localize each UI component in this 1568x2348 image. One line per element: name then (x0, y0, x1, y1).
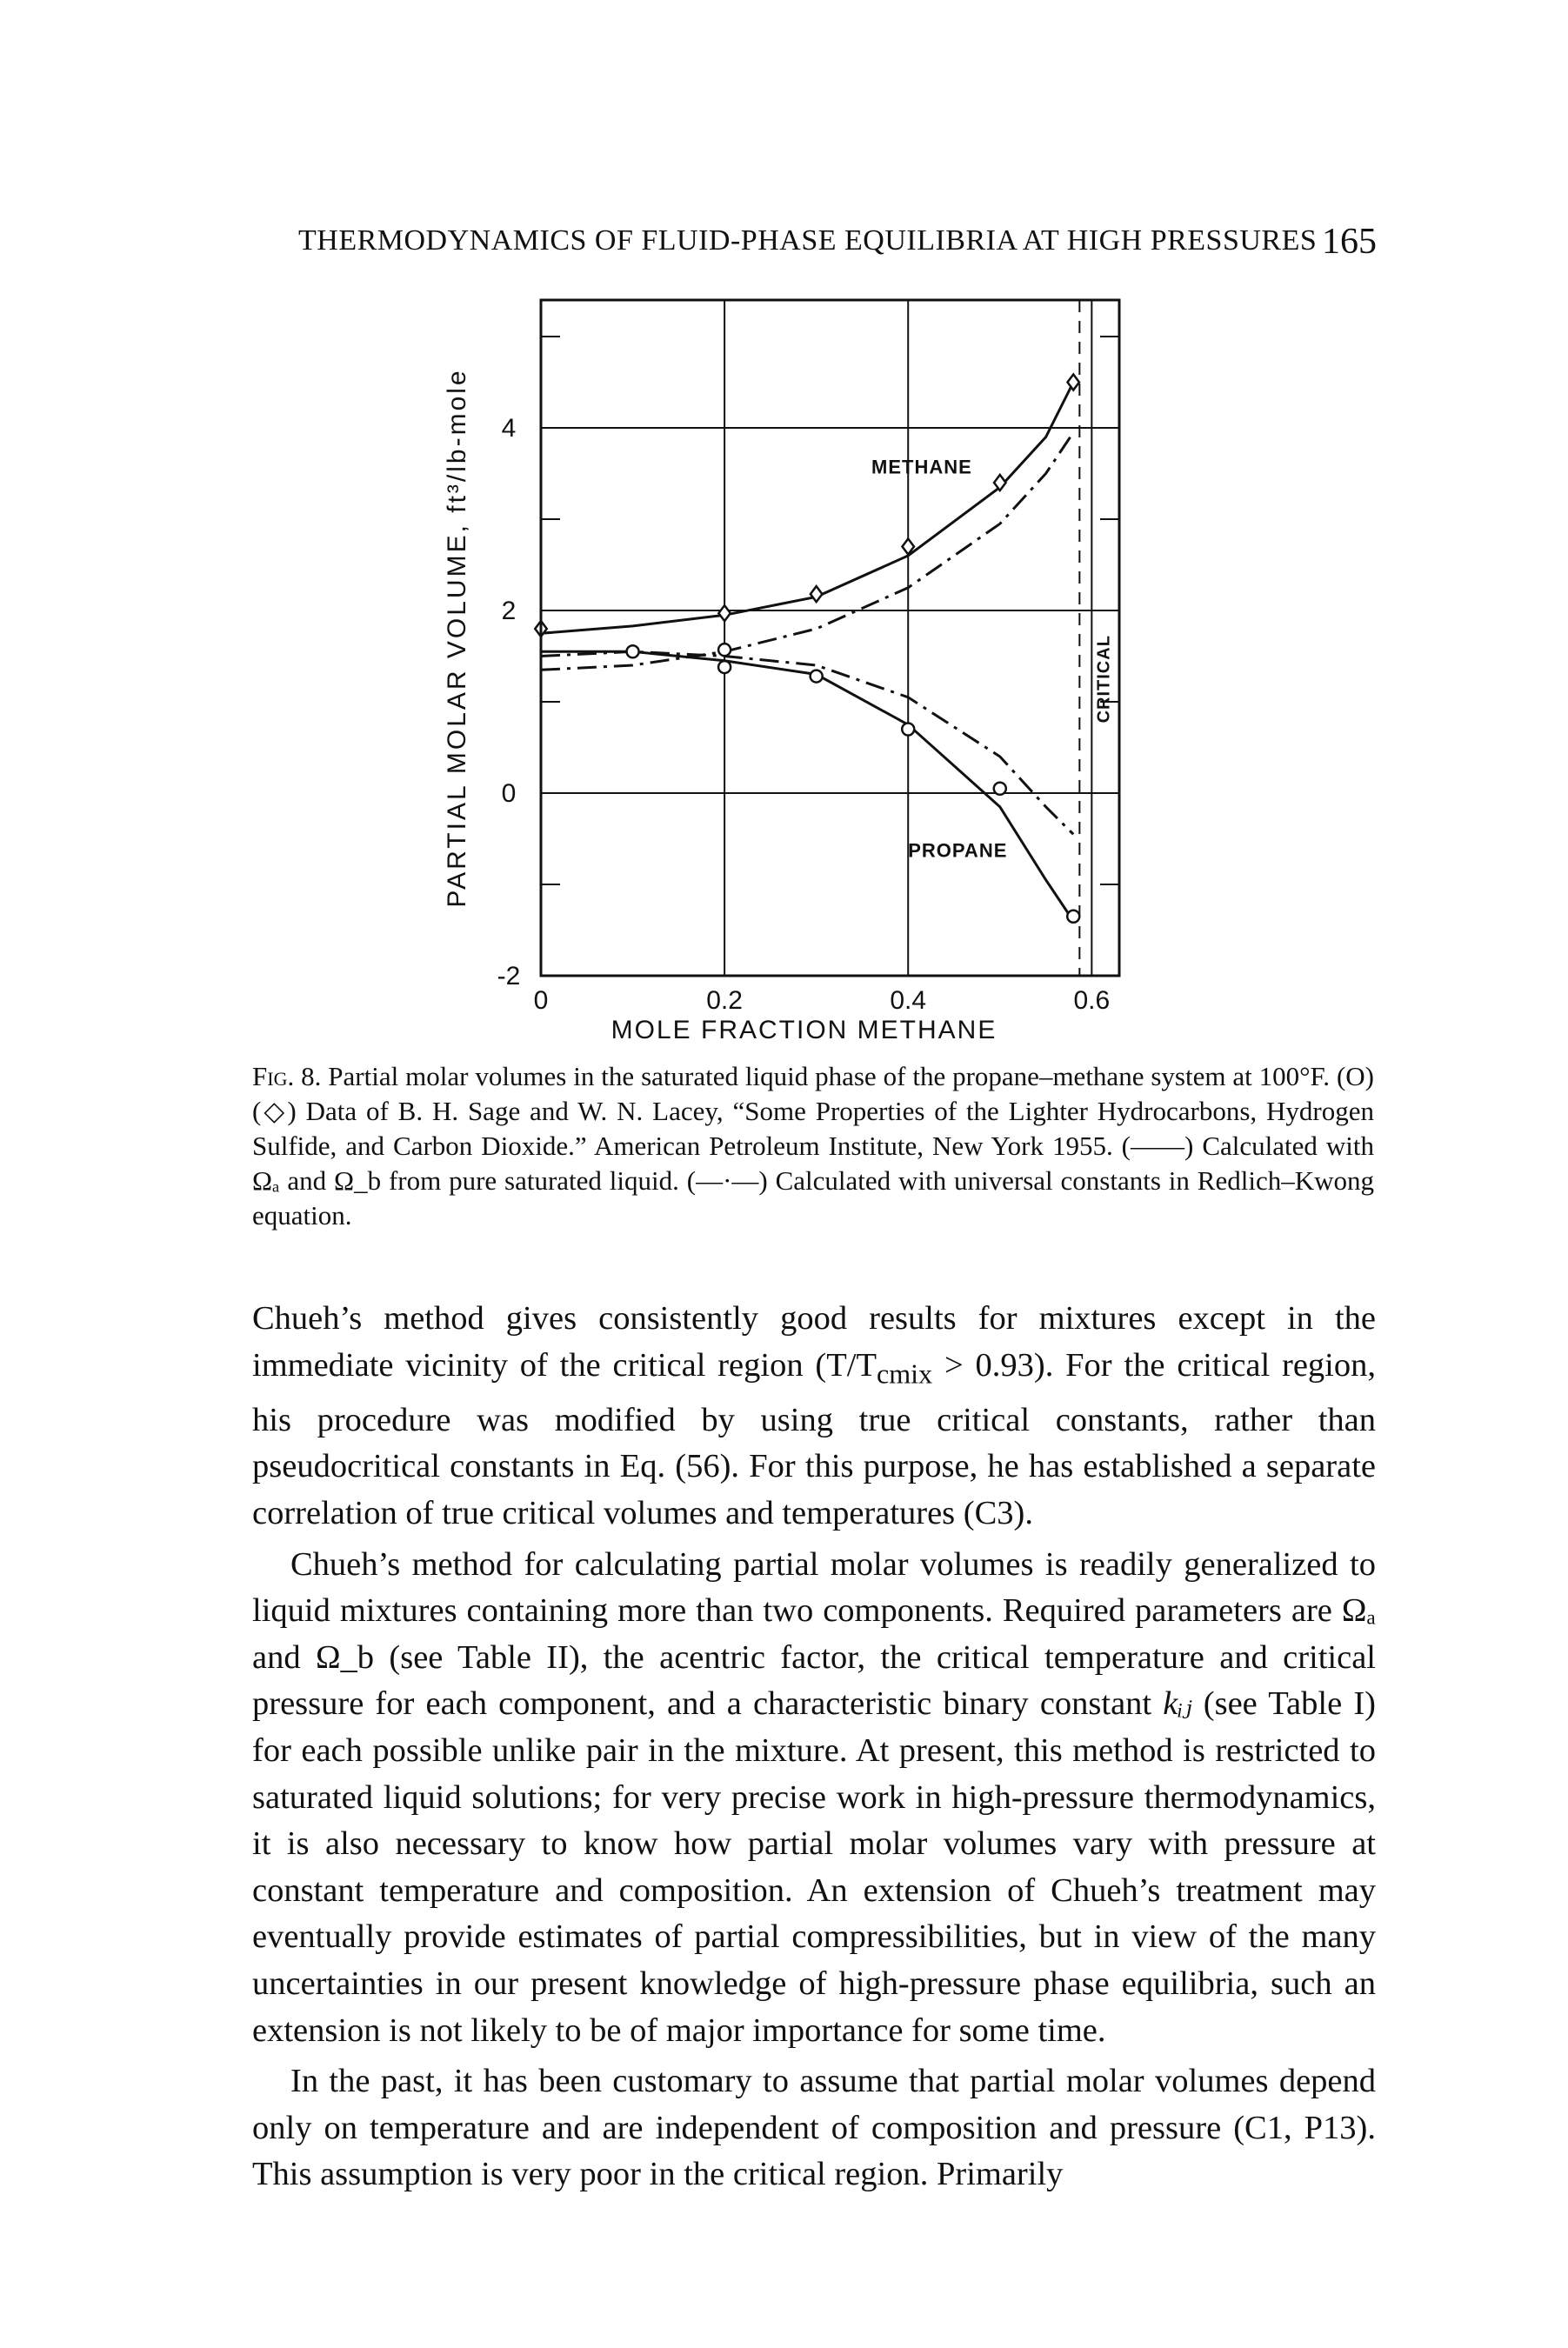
chart-gridlines (541, 300, 1119, 976)
kij-symbol: kᵢⱼ (1163, 1685, 1192, 1723)
caption-text: Partial molar volumes in the saturated l… (252, 1061, 1374, 1231)
propane-solid-curve (541, 650, 1075, 922)
critical-label: CRITICAL (1094, 635, 1113, 723)
paragraph-3: In the past, it has been customary to as… (252, 2063, 1376, 2193)
y-tick-label: 2 (502, 597, 517, 625)
chart-labels: PARTIAL MOLAR VOLUME, ft³/lb-mole MOLE F… (443, 368, 1113, 1044)
paragraph-2-part-d: (see Table I) for each possible unlike p… (252, 1685, 1376, 2049)
propane-curve-label: PROPANE (908, 840, 1007, 862)
x-tick-label: 0 (534, 986, 549, 1015)
chart-markers (533, 372, 1081, 924)
methane-curve-label: METHANE (871, 457, 972, 478)
methane-dash-dot-curve (540, 431, 1075, 671)
methane-circle-marker (717, 642, 732, 657)
omega-a-symbol: Ωₐ (1341, 1592, 1376, 1630)
plot-frame (539, 298, 1121, 977)
paragraph-2-part-a: Chueh’s method for calculating partial m… (252, 1545, 1376, 1630)
y-tick-label: 0 (502, 779, 517, 808)
propane-dash-dot-curve (540, 650, 1075, 836)
methane-solid-curve (540, 381, 1075, 635)
propane-circle-marker (809, 669, 824, 684)
paragraph-1: Chueh’s method gives consistently good r… (252, 1296, 1376, 1538)
paragraph-1-end: > 0.93). For the critical region, his pr… (252, 1346, 1376, 1532)
methane-diamond-marker (1065, 372, 1081, 392)
propane-circle-marker (992, 781, 1008, 796)
methane-diamond-marker (900, 537, 916, 557)
methane-diamond-marker (809, 584, 824, 604)
x-axis-title: MOLE FRACTION METHANE (611, 1016, 998, 1044)
omega-b-symbol: Ω_b (315, 1638, 375, 1676)
methane-diamond-marker (717, 604, 732, 624)
paragraph-1-start: Chueh’s method gives consistently good r… (252, 1300, 1376, 1384)
y-tick-label: 4 (502, 414, 517, 443)
chart-ticks: -2 0 2 4 0 0.2 0.4 0.6 (497, 336, 1119, 1015)
x-tick-label: 0.4 (890, 986, 926, 1015)
page-number: 165 (1322, 222, 1377, 262)
paragraph-2: Chueh’s method for calculating partial m… (252, 1542, 1376, 2055)
running-title: THERMODYNAMICS OF FLUID-PHASE EQUILIBRIA… (298, 224, 1318, 257)
methane-diamond-marker (992, 472, 1008, 493)
x-tick-label: 0.2 (706, 986, 743, 1015)
propane-circle-marker (717, 659, 732, 675)
propane-circle-marker (1065, 909, 1081, 924)
caption-label: Fig. 8. (252, 1061, 322, 1091)
body-text: Chueh’s method gives consistently good r… (252, 1296, 1376, 2203)
figure-8-chart: -2 0 2 4 0 0.2 0.4 0.6 PARTIAL MOLAR VOLUME, ft… (443, 298, 1121, 1044)
running-header: THERMODYNAMICS OF FLUID-PHASE EQUILIBRIA… (298, 222, 1377, 277)
paragraph-1-subscript: cmix (876, 1357, 933, 1390)
y-tick-label: -2 (497, 962, 521, 991)
paragraph-2-part-b: and (252, 1638, 316, 1676)
chart-series (540, 381, 1075, 922)
propane-circle-marker (900, 722, 916, 737)
figure-caption: Fig. 8. Partial molar volumes in the sat… (252, 1059, 1374, 1233)
paragraph-2-part-c: (see Table II), the acentric factor, the… (252, 1638, 1376, 1723)
y-axis-title: PARTIAL MOLAR VOLUME, ft³/lb-mole (443, 368, 471, 907)
x-tick-label: 0.6 (1073, 986, 1110, 1015)
methane-circle-marker (625, 644, 640, 659)
